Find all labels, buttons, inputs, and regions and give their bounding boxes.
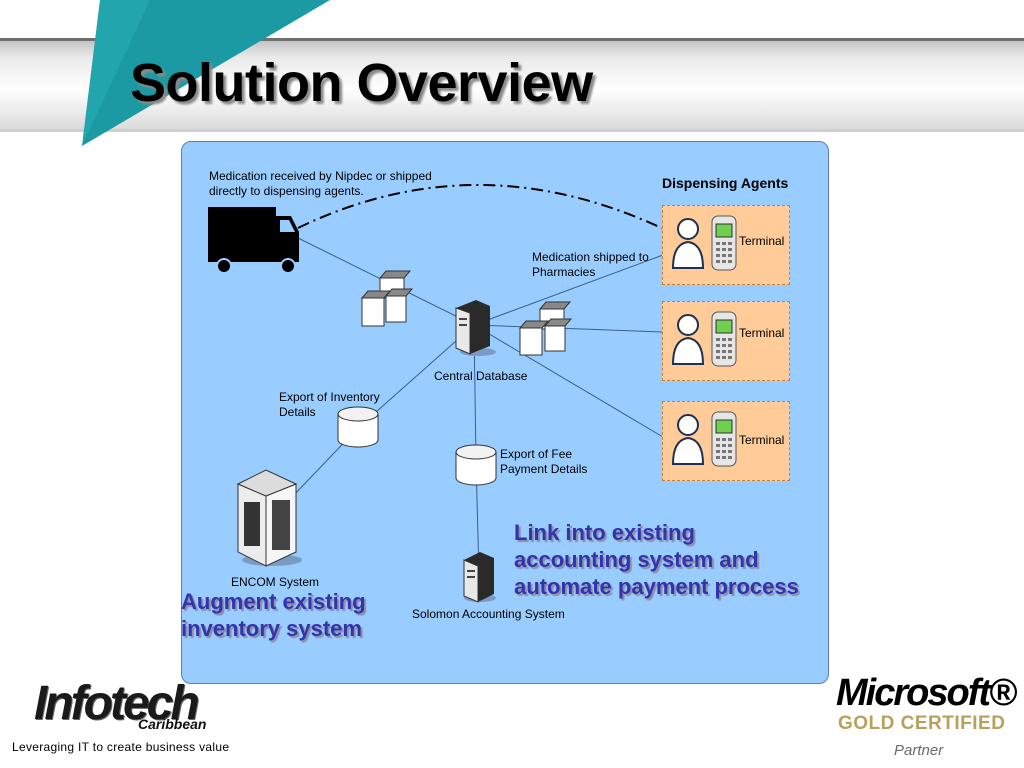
teal-accent-shape bbox=[82, 0, 330, 146]
partner-label: Partner bbox=[894, 742, 944, 759]
central-database-server-icon bbox=[455, 300, 496, 356]
gold-certified-label: GOLD CERTIFIED bbox=[838, 713, 1006, 734]
pharmacy-shipment-label: Medication shipped to Pharmacies bbox=[532, 250, 649, 279]
central-database-label: Central Database bbox=[434, 369, 528, 383]
inventory-export-database-icon bbox=[337, 406, 379, 448]
encom-server-icon bbox=[236, 469, 302, 567]
shipment-label: Medication received by Nipdec or shipped… bbox=[209, 169, 432, 198]
microsoft-logo: Microsoft® bbox=[836, 672, 1017, 714]
agent-with-terminal-icon bbox=[671, 215, 737, 271]
solomon-system-label: Solomon Accounting System bbox=[412, 607, 565, 621]
package-boxes-icon bbox=[518, 301, 573, 356]
agent-with-terminal-icon bbox=[671, 311, 737, 367]
dispensing-agents-title: Dispensing Agents bbox=[662, 175, 789, 191]
fee-export-label: Export of Fee Payment Details bbox=[500, 447, 588, 476]
inventory-callout: Augment existing inventory system bbox=[181, 589, 366, 641]
direct-shipment-arc bbox=[297, 184, 671, 233]
accounting-callout: Link into existing accounting system and… bbox=[514, 520, 799, 599]
slide-title: Solution Overview bbox=[130, 53, 593, 113]
header-divider-bottom bbox=[0, 129, 1024, 132]
terminal-label: Terminal bbox=[739, 234, 785, 248]
terminal-label: Terminal bbox=[739, 433, 785, 447]
inventory-export-label: Export of Inventory Details bbox=[279, 390, 380, 419]
agent-with-terminal-icon bbox=[671, 411, 737, 467]
agent-terminal-box: Terminal bbox=[662, 205, 790, 285]
truck-icon bbox=[208, 207, 299, 274]
agent-terminal-box: Terminal bbox=[662, 401, 790, 481]
encom-system-label: ENCOM System bbox=[231, 575, 320, 589]
company-tagline: Leveraging IT to create business value bbox=[12, 740, 230, 754]
header-divider-top bbox=[0, 38, 1024, 41]
package-boxes-icon bbox=[360, 270, 414, 327]
solomon-server-icon bbox=[463, 552, 496, 603]
terminal-label: Terminal bbox=[739, 326, 785, 340]
infotech-logo-subtitle: Caribbean bbox=[138, 716, 207, 732]
agent-terminal-box: Terminal bbox=[662, 301, 790, 381]
infotech-logo: Infotech bbox=[34, 677, 200, 730]
fee-export-database-icon bbox=[455, 444, 497, 486]
